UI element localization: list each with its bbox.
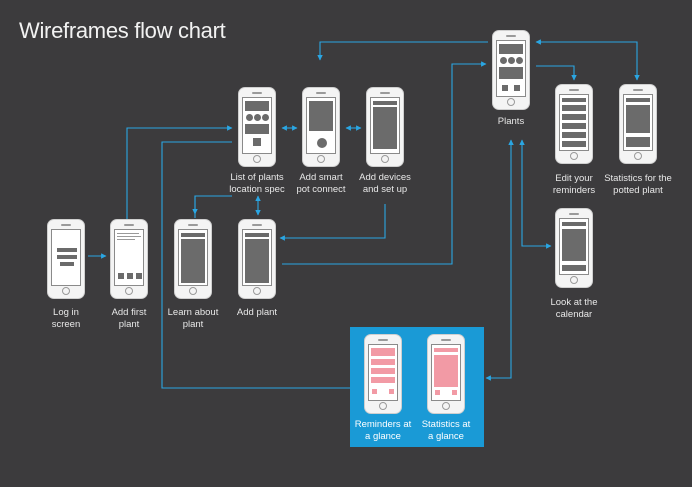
label-statistics-glance: Statistics at a glance [421,419,471,442]
screen [370,97,400,154]
connector-plants-to-calendar [519,139,552,249]
phone-login[interactable] [47,219,85,299]
connector-plants-to-statistics-potted [535,39,640,81]
phone-calendar[interactable] [555,208,593,288]
screen [368,344,398,401]
connector-addplant-to-plants [282,61,487,265]
connector-learn-to-list-stub [192,195,208,215]
screen [306,97,336,154]
phone-edit-reminders[interactable] [555,84,593,164]
label-reminders-glance: Reminders at a glance [354,419,412,442]
phone-add-devices[interactable] [366,87,404,167]
screen [242,97,272,154]
page-title: Wireframes flow chart [19,18,226,43]
label-list-of-plants: List of plants location spec [229,172,285,195]
phone-add-smart-pot[interactable] [302,87,340,167]
phone-add-plant[interactable] [238,219,276,299]
label-calendar: Look at the calendar [550,297,598,320]
connector-learn-to-list [194,195,232,218]
phone-learn-about-plant[interactable] [174,219,212,299]
label-plants: Plants [497,116,525,127]
screen [178,229,208,286]
screen [114,229,144,286]
connector-plants-to-edit [536,65,577,81]
screen [623,94,653,151]
phone-statistics-glance[interactable] [427,334,465,414]
screen [51,229,81,286]
phone-plants[interactable] [492,30,530,110]
screen [559,218,589,275]
screen [242,229,272,286]
connector-plants-to-statistics-glance [485,139,514,381]
screen [496,40,526,97]
connector-add-first-to-list [126,125,233,219]
phone-reminders-glance[interactable] [364,334,402,414]
connector-devices-to-addplant [279,204,386,241]
phone-list-of-plants[interactable] [238,87,276,167]
label-add-smart-pot: Add smart pot connect [296,172,346,195]
label-edit-reminders: Edit your reminders [552,173,596,196]
label-learn-about-plant: Learn about plant [167,307,219,330]
connector-plants-to-list [317,41,488,61]
label-add-plant: Add plant [236,307,278,318]
phone-add-first-plant[interactable] [110,219,148,299]
speaker [61,224,71,226]
label-add-first-plant: Add first plant [111,307,147,330]
screen [431,344,461,401]
label-login: Log in screen [51,307,81,330]
screen [559,94,589,151]
connector-list-to-reminders-glance [161,141,359,391]
home-button [62,287,70,295]
label-add-devices: Add devices and set up [359,172,411,195]
placeholder-text [117,233,142,240]
phone-statistics-potted[interactable] [619,84,657,164]
label-statistics-potted: Statistics for the potted plant [604,173,672,196]
